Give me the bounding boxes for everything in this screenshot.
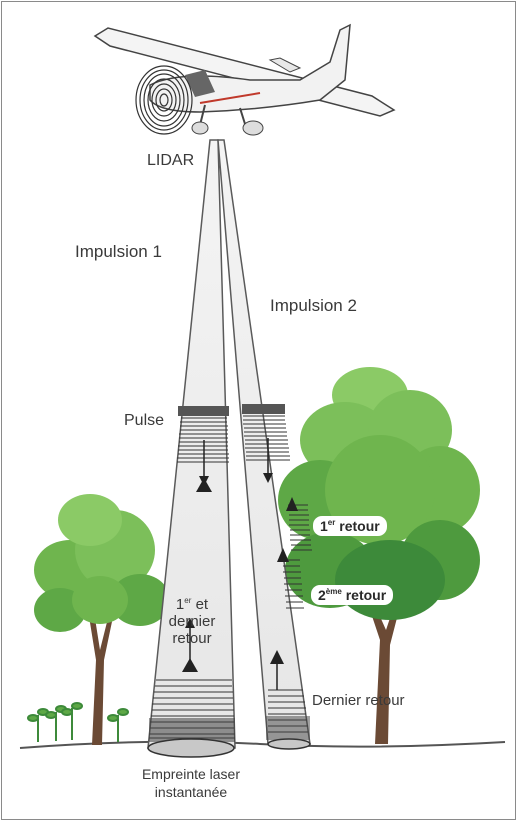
second-return-text: retour bbox=[345, 587, 387, 603]
first-return-badge: 1er retour bbox=[313, 516, 387, 536]
first-and-last-line2: dernier bbox=[168, 613, 216, 630]
first-and-last-sup: er bbox=[184, 596, 192, 605]
impulsion-2-label: Impulsion 2 bbox=[270, 296, 357, 315]
large-tree-icon bbox=[278, 367, 480, 744]
first-return-num: 1 bbox=[320, 518, 328, 534]
impulsion-1-label: Impulsion 1 bbox=[75, 242, 162, 261]
pulse-label: Pulse bbox=[124, 412, 165, 429]
airplane-icon bbox=[93, 23, 396, 136]
second-return-num: 2 bbox=[318, 587, 326, 603]
beam-impulsion-1 bbox=[147, 139, 236, 758]
first-return-sup: er bbox=[327, 518, 336, 527]
footprint-line2: instantanée bbox=[154, 784, 228, 800]
second-return-sup: ème bbox=[325, 587, 342, 596]
beam-impulsion-2 bbox=[217, 139, 312, 750]
first-return-text: retour bbox=[339, 518, 380, 534]
last-return-label: Dernier retour bbox=[312, 692, 405, 709]
footprint-line1: Empreinte laser bbox=[141, 766, 241, 782]
lidar-label: LIDAR bbox=[147, 152, 195, 169]
footprint-label: Empreinte laser instantanée bbox=[120, 765, 262, 801]
first-and-last-line3: retour bbox=[172, 630, 212, 647]
first-and-last-return-label: 1er et dernier retour bbox=[168, 596, 216, 647]
second-return-badge: 2ème retour bbox=[311, 585, 394, 605]
seedlings-icon bbox=[27, 702, 129, 742]
first-and-last-line1: et bbox=[195, 596, 209, 613]
small-tree-icon bbox=[34, 494, 170, 745]
